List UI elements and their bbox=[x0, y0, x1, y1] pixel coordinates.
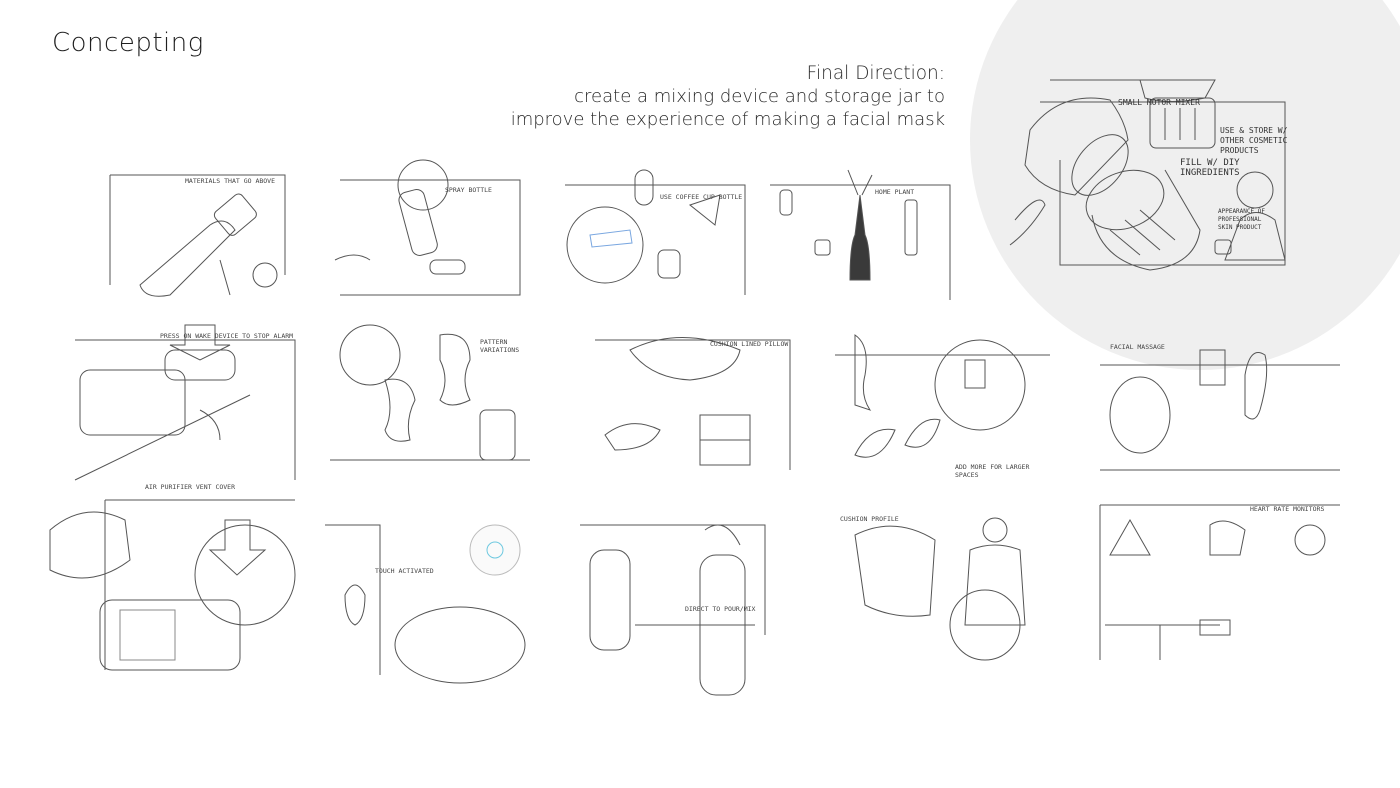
sketch-mixer-bottle: Direct to pour/mix bbox=[575, 515, 770, 705]
sketch-vent-cover: Air purifier vent cover bbox=[45, 480, 296, 671]
final-direction: Final Direction: create a mixing device … bbox=[511, 62, 945, 131]
sketch-note: Direct to pour/mix bbox=[685, 605, 756, 613]
sketch-pillow: Cushion lined pillow bbox=[590, 330, 795, 470]
sketch-note: Cushion profile bbox=[840, 515, 899, 523]
sketch-note: Pattern variations bbox=[480, 338, 520, 354]
sketch-back-cushion: Cushion profile bbox=[835, 505, 1045, 665]
sketch-wall-panels: Add more for larger spaces bbox=[835, 325, 1050, 480]
sketch-vase: Home plant bbox=[770, 169, 955, 300]
sketch-note: Facial massage bbox=[1110, 343, 1165, 351]
sketch-car-device: Use coffee cup bottle bbox=[560, 165, 750, 300]
sketch-facial-massage: Facial massage bbox=[1100, 335, 1340, 475]
sketch-note: Touch activated bbox=[375, 567, 434, 575]
page-title: Concepting bbox=[52, 28, 204, 58]
sketch-note: Heart rate monitors bbox=[1250, 505, 1325, 513]
sketch-note: Add more for larger spaces bbox=[955, 463, 1030, 479]
sketch-pattern-chair: Pattern variations bbox=[330, 320, 545, 470]
sketch-note: Materials that go above bbox=[185, 177, 276, 185]
sketch-spray: Spray bottle bbox=[334, 159, 525, 300]
sketch-touch-light: Touch activated bbox=[320, 505, 540, 685]
sketch-note: Spray bottle bbox=[445, 186, 492, 194]
featured-jar-sketch: Small motor mixer Use & store w/ other c… bbox=[1000, 70, 1300, 271]
final-direction-line-1: create a mixing device and storage jar t… bbox=[574, 86, 945, 107]
sketch-alarm: Press on wake device to stop alarm bbox=[70, 320, 300, 481]
sketch-note: Air purifier vent cover bbox=[145, 483, 236, 491]
final-direction-line-2: improve the experience of making a facia… bbox=[510, 109, 945, 130]
featured-note: Use & store w/ other cosmetic products bbox=[1220, 126, 1288, 155]
featured-note: Appearance of professional skin product bbox=[1218, 208, 1265, 231]
sketch-sleep-device: Heart rate monitors bbox=[1099, 500, 1340, 660]
sketch-note: Use coffee cup bottle bbox=[660, 193, 743, 201]
sketch-note: Home plant bbox=[875, 188, 915, 196]
sketch-note: Press on wake device to stop alarm bbox=[160, 332, 294, 340]
featured-note: Fill w/ DIY ingredients bbox=[1180, 158, 1240, 178]
final-direction-heading: Final Direction: bbox=[806, 63, 945, 84]
sketch-bottle: Materials that go above bbox=[100, 165, 290, 300]
sketch-note: Cushion lined pillow bbox=[710, 340, 789, 348]
featured-note: Small motor mixer bbox=[1118, 98, 1200, 107]
